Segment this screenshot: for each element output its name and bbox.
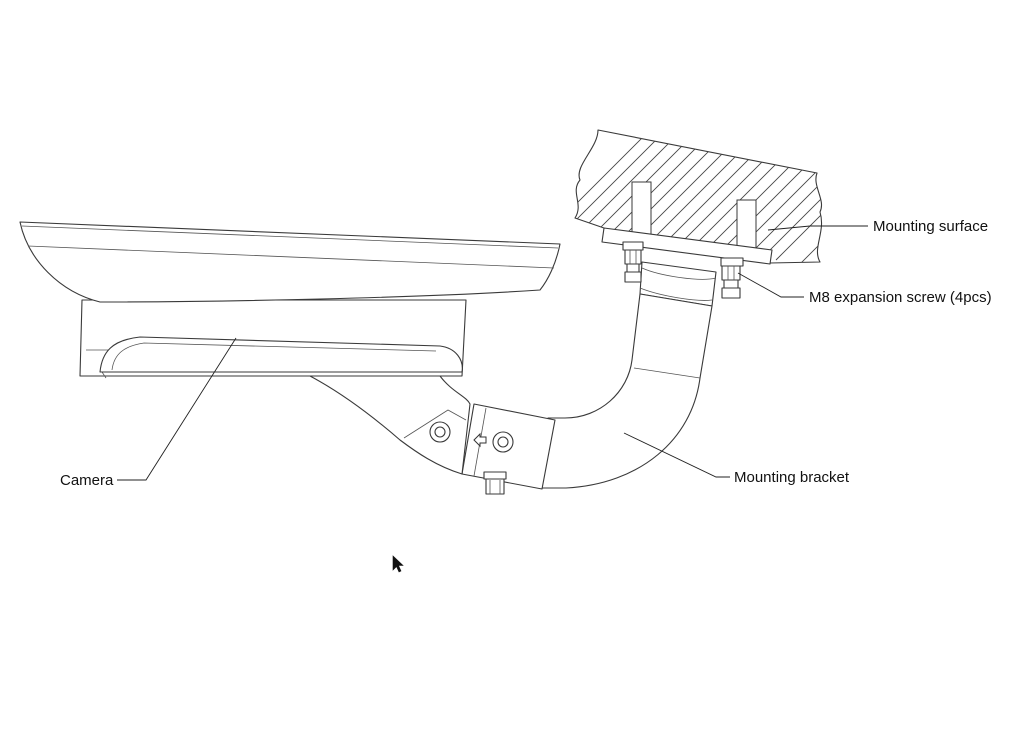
hollow-arrow-left-icon <box>473 432 487 448</box>
leader-mounting-bracket <box>623 432 730 478</box>
mouse-pointer-icon <box>392 555 404 573</box>
leader-expansion-screw <box>737 272 804 298</box>
leader-mounting-surface <box>767 225 868 231</box>
expansion-screw-left <box>622 241 644 283</box>
base-plate <box>601 227 773 307</box>
mounting-bracket-label: Mounting bracket <box>734 469 850 486</box>
camera <box>19 221 561 475</box>
expansion-screw-label: M8 expansion screw (4pcs) <box>809 289 992 306</box>
mounting-bracket <box>461 293 713 495</box>
mounting-surface-label: Mounting surface <box>873 218 988 235</box>
leader-camera <box>117 337 237 481</box>
camera-label: Camera <box>60 472 114 489</box>
expansion-screw-right <box>720 257 744 299</box>
